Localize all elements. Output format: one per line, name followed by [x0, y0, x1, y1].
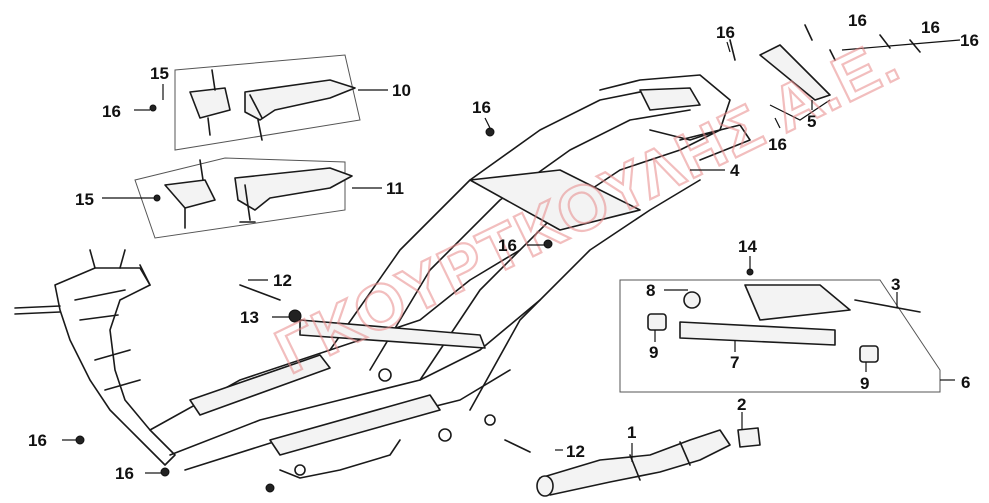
callout-12-top: 12 — [273, 271, 292, 290]
callout-2: 2 — [737, 395, 746, 414]
callout-16-top-3: 16 — [960, 31, 979, 50]
callout-16-bracket: 16 — [716, 23, 735, 42]
callout-8: 8 — [646, 281, 655, 300]
callout-16-rear: 16 — [768, 135, 787, 154]
callout-11: 11 — [386, 179, 404, 198]
callout-10: 10 — [392, 81, 411, 100]
callout-7: 7 — [730, 353, 739, 372]
callout-16-footrest: 16 — [102, 102, 121, 121]
callout-16-top-2: 16 — [921, 18, 940, 37]
callout-12-bottom: 12 — [566, 442, 585, 461]
callout-15-top: 15 — [150, 64, 169, 83]
callout-4: 4 — [730, 161, 740, 180]
callout-16-front-low: 16 — [28, 431, 47, 450]
callout-16-upper-frame: 16 — [472, 98, 491, 117]
rear-bracket — [729, 24, 961, 121]
callout-6: 6 — [961, 373, 970, 392]
callout-15-bottom: 15 — [75, 190, 94, 209]
callout-9-left: 9 — [649, 343, 658, 362]
leader-lines — [62, 41, 955, 474]
footrest-group — [134, 54, 361, 239]
callout-9-right: 9 — [860, 374, 869, 393]
main-frame — [14, 74, 751, 479]
stand-group — [619, 268, 941, 393]
callout-16-front-bottom: 16 — [115, 464, 134, 483]
callout-16-mid-frame: 16 — [498, 236, 517, 255]
callout-14: 14 — [738, 237, 757, 256]
air-hose — [536, 427, 761, 497]
callout-1: 1 — [627, 423, 636, 442]
callout-5: 5 — [807, 112, 816, 131]
callout-16-top-1: 16 — [848, 11, 867, 30]
callout-13: 13 — [240, 308, 259, 327]
callout-labels: 1 2 3 4 5 6 7 8 9 9 10 11 12 12 13 14 15… — [28, 11, 979, 483]
callout-3: 3 — [891, 275, 900, 294]
